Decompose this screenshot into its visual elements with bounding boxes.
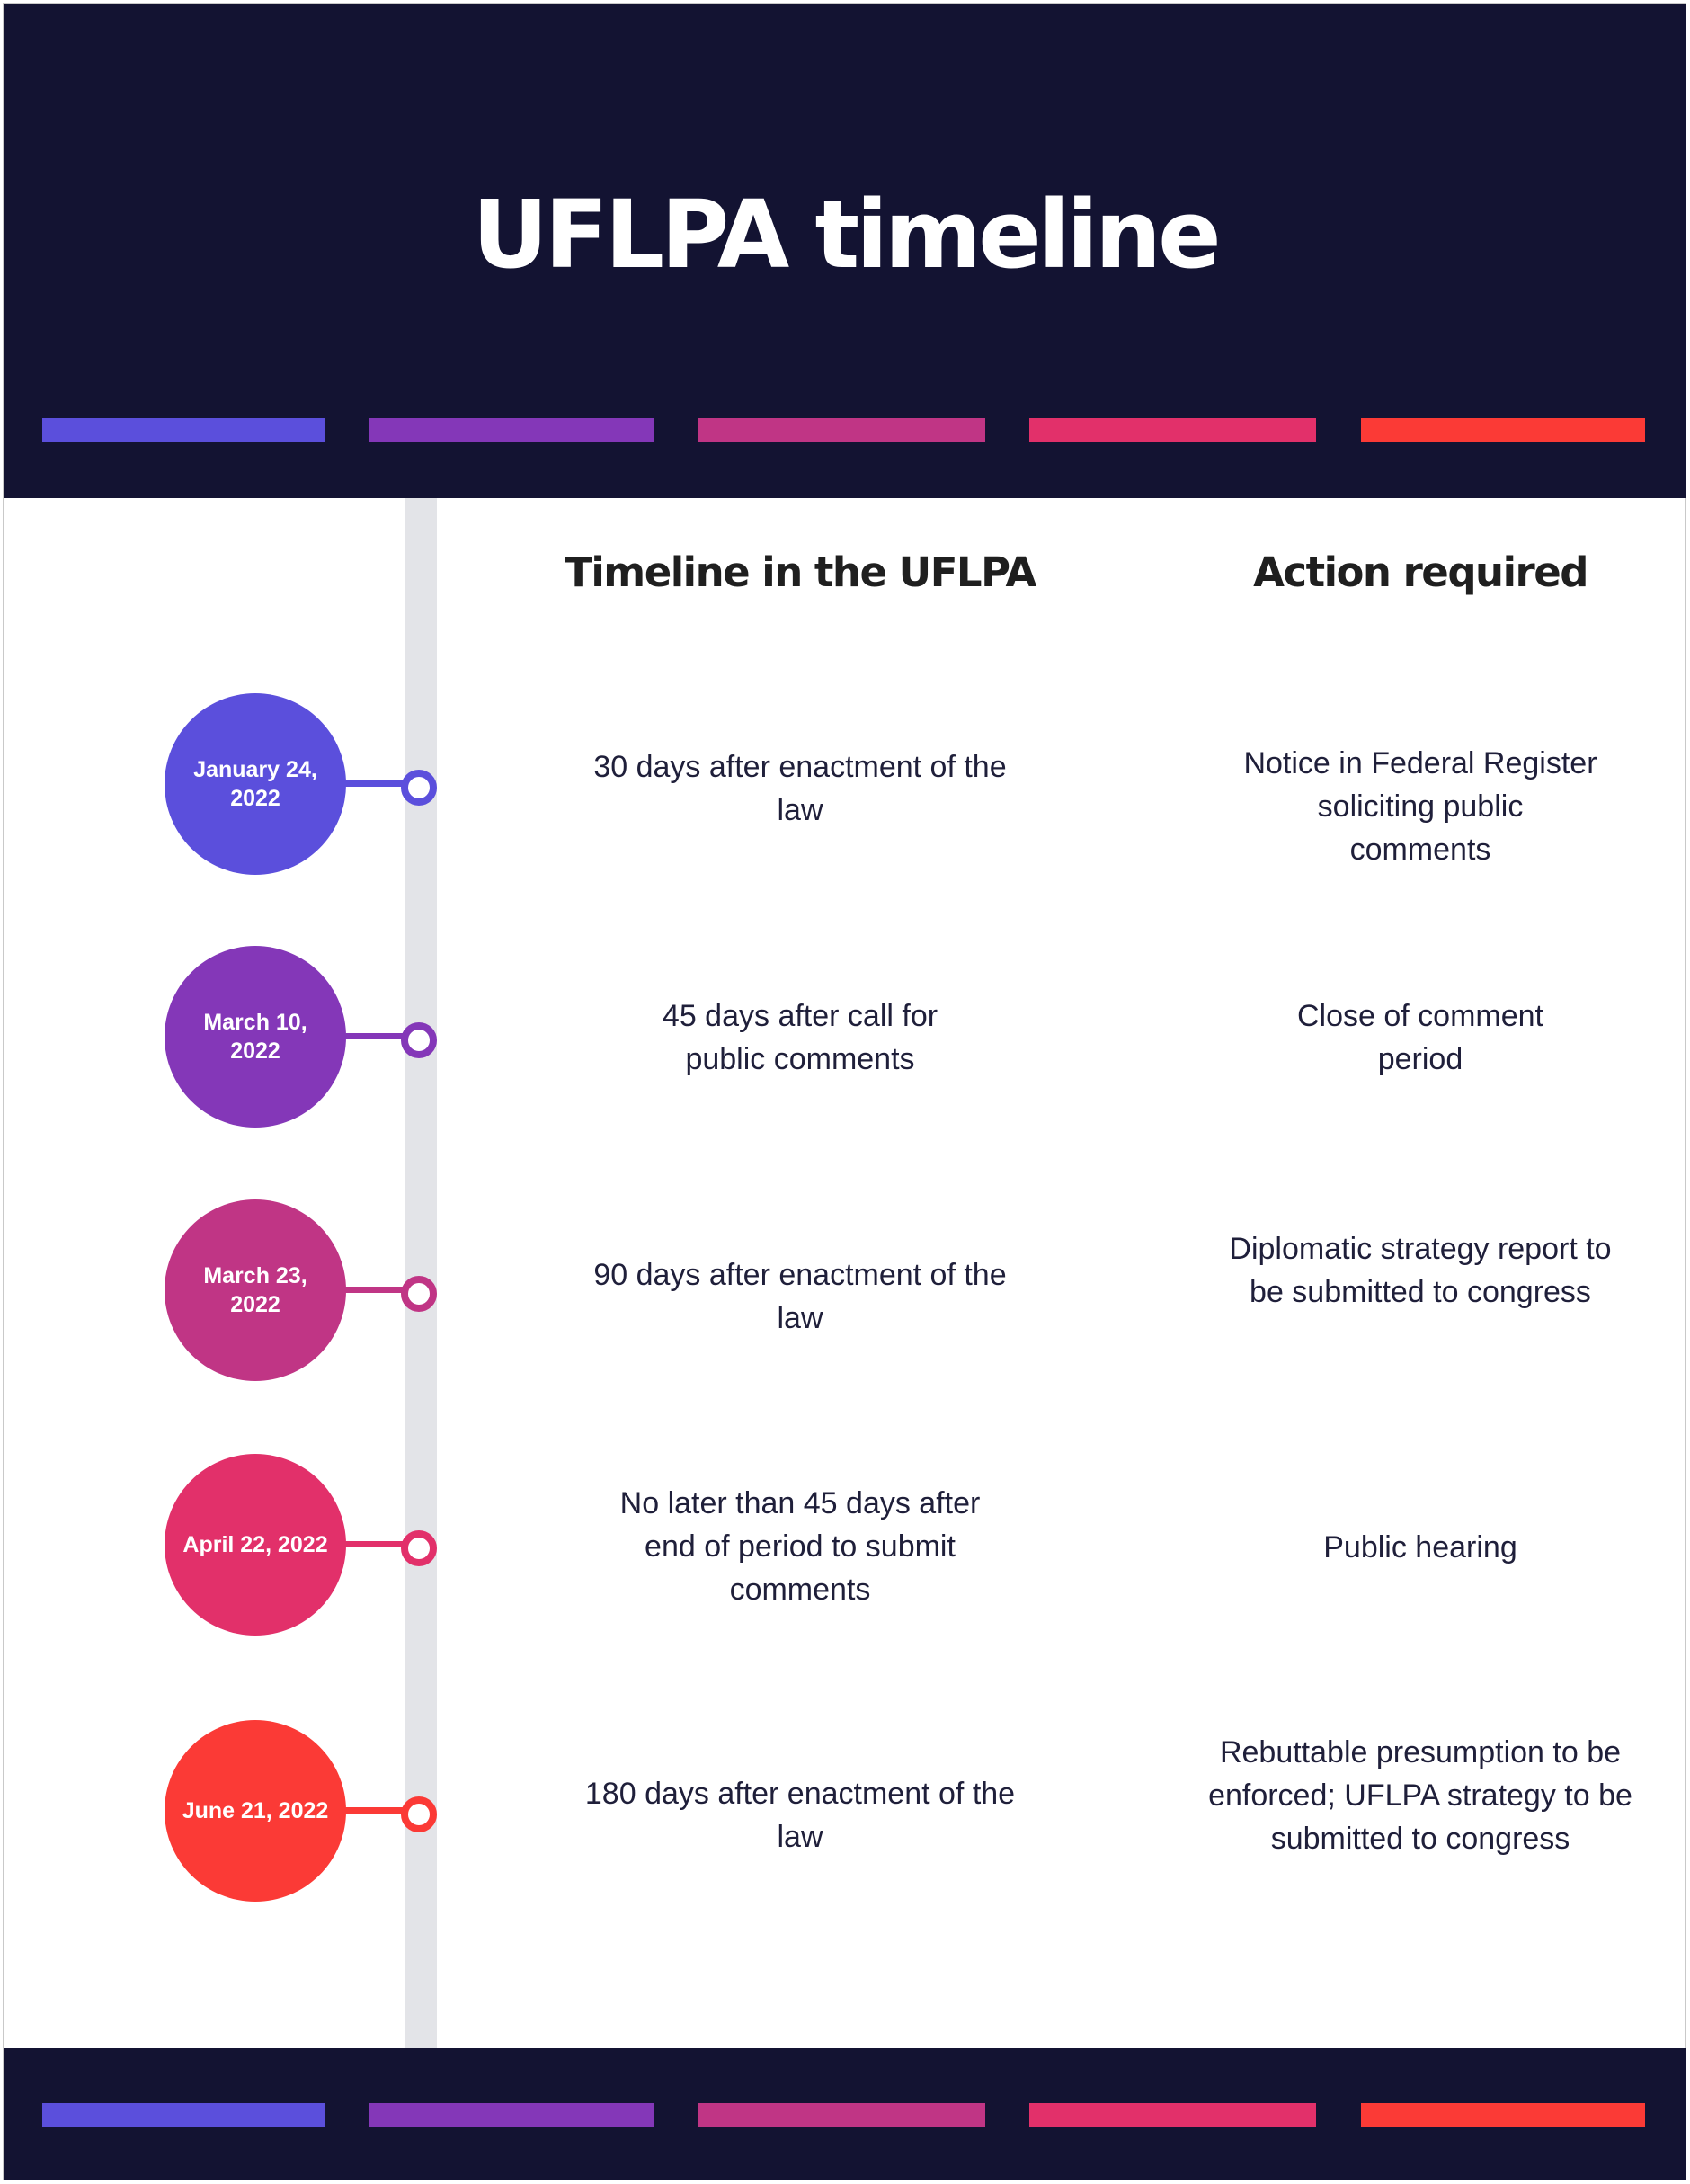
date-circle: January 24, 2022 [165,693,346,875]
date-label: January 24, 2022 [193,757,317,811]
timeline-node [401,1530,437,1566]
timeline-text: 45 days after call for public comments [662,999,938,1076]
color-bar-2 [369,418,654,442]
timeline-node [401,1022,437,1058]
timeline-text: 30 days after enactment of the law [593,750,1007,827]
color-bar-4 [1029,418,1316,442]
action-text: Notice in Federal Register soliciting pu… [1243,746,1597,867]
connector-line [342,1287,405,1293]
timeline-node [401,1276,437,1312]
header-banner: UFLPA timeline [4,4,1686,498]
action-text: Close of comment period [1297,999,1543,1076]
action-text: Diplomatic strategy report to be submitt… [1229,1232,1612,1309]
timeline-column-heading: Timeline in the UFLPA [565,548,1036,596]
date-circle: June 21, 2022 [165,1720,346,1902]
color-bar-5 [1361,418,1645,442]
date-circle: March 10, 2022 [165,946,346,1128]
color-bar-2 [369,2103,654,2127]
date-circle: April 22, 2022 [165,1454,346,1636]
date-label: April 22, 2022 [182,1532,328,1557]
date-label: June 21, 2022 [182,1798,329,1823]
timeline-node [401,1796,437,1832]
timeline-node [401,770,437,806]
connector-line [342,1541,405,1547]
color-bar-4 [1029,2103,1316,2127]
page-title: UFLPA timeline [472,180,1221,290]
color-bar-3 [698,418,985,442]
connector-line [342,1807,405,1814]
timeline-text: No later than 45 days after end of perio… [619,1486,981,1607]
color-bar-1 [42,418,325,442]
connector-line [342,780,405,787]
action-text: Rebuttable presumption to be enforced; U… [1208,1735,1632,1856]
color-bar-5 [1361,2103,1645,2127]
timeline-text: 90 days after enactment of the law [593,1258,1007,1335]
action-text: Public hearing [1323,1530,1517,1564]
connector-line [342,1033,405,1039]
timeline-text: 180 days after enactment of the law [584,1777,1016,1854]
date-circle: March 23, 2022 [165,1199,346,1381]
color-bar-3 [698,2103,985,2127]
timeline-spine [405,498,437,2049]
color-bar-1 [42,2103,325,2127]
action-column-heading: Action required [1253,548,1588,596]
footer-banner [4,2048,1686,2180]
date-label: March 10, 2022 [203,1010,307,1064]
date-label: March 23, 2022 [203,1263,307,1317]
